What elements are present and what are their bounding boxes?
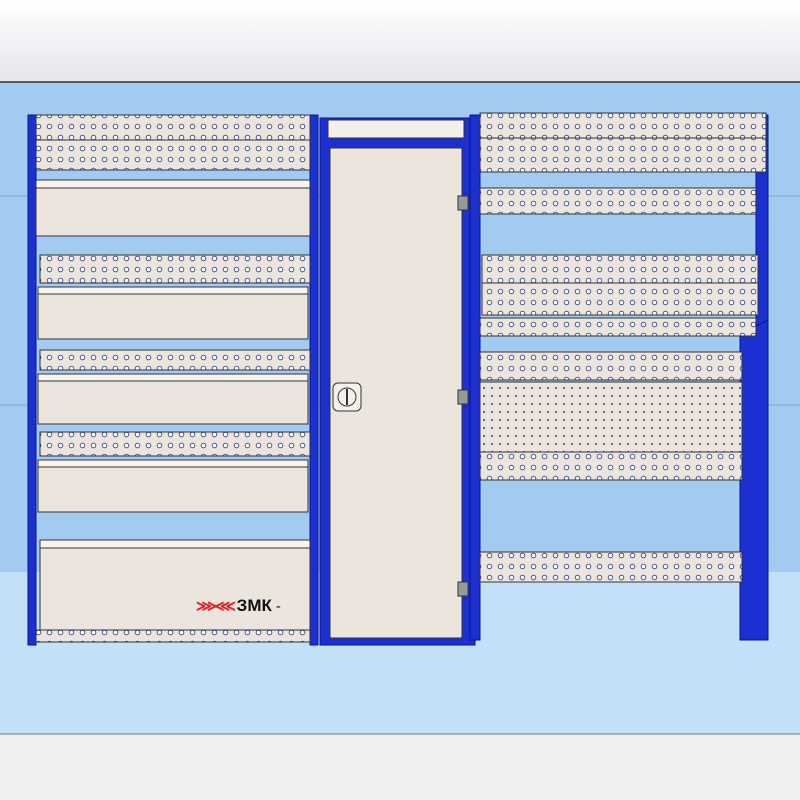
brand-mark-icon: ⋙⋘ (196, 598, 236, 615)
drawer (37, 459, 309, 513)
brand-logo: ⋙⋘ ЗМК - (196, 596, 281, 616)
drawer (39, 539, 311, 631)
drawer (37, 286, 309, 340)
drawer (37, 373, 309, 425)
brand-dash: - (275, 597, 281, 615)
background-bottom (0, 735, 800, 800)
right-shelf-unit (469, 112, 769, 641)
hinge (457, 581, 469, 597)
brand-name: ЗМК (236, 596, 272, 615)
hinge (457, 389, 469, 405)
cabinet-door-unit (319, 117, 476, 646)
background-top (0, 0, 800, 82)
pegboard (479, 381, 743, 453)
hinge (457, 195, 469, 211)
left-drawer-unit (27, 114, 319, 646)
